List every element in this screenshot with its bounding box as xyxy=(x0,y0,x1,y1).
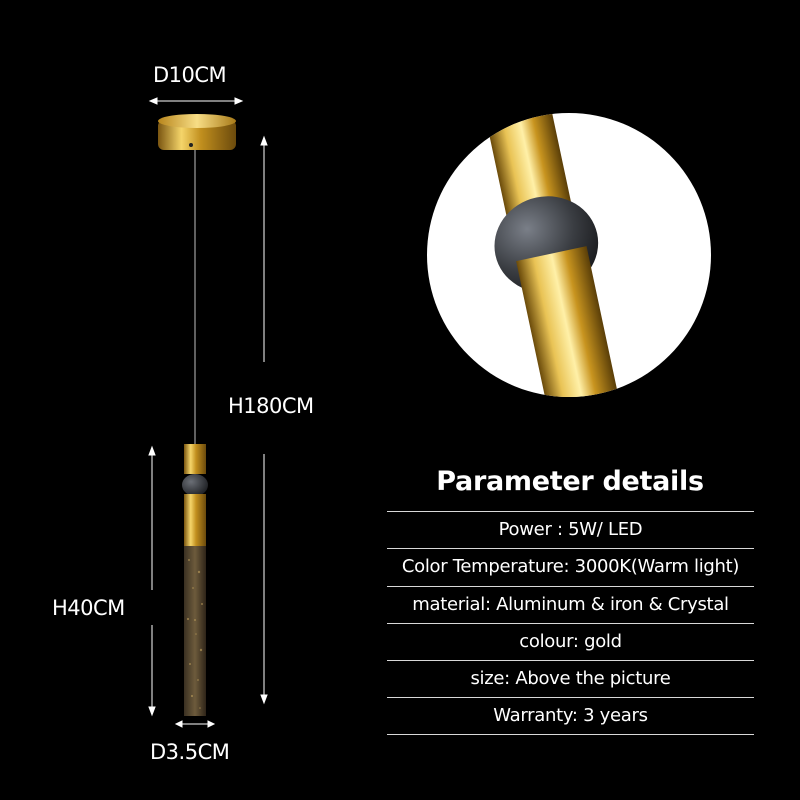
total-height-label: H180CM xyxy=(228,394,314,418)
dimension-arrows xyxy=(148,97,268,728)
canopy xyxy=(158,114,236,150)
divider xyxy=(387,623,754,624)
detail-closeup xyxy=(427,113,711,397)
parameter-row-size: size: Above the picture xyxy=(470,668,671,689)
parameter-row-color-temperature: Color Temperature: 3000K(Warm light) xyxy=(401,556,740,577)
pendant-lamp-drawing xyxy=(148,97,268,728)
lamp-body xyxy=(182,444,208,716)
parameter-row-colour: colour: gold xyxy=(519,631,622,652)
parameter-row-material: material: Aluminum & iron & Crystal xyxy=(412,594,729,615)
divider xyxy=(387,697,754,698)
parameter-row-power: Power : 5W/ LED xyxy=(498,519,643,540)
canopy-diameter-label: D10CM xyxy=(153,63,227,87)
divider xyxy=(387,548,754,549)
parameter-row-warranty: Warranty: 3 years xyxy=(493,705,648,726)
body-height-label: H40CM xyxy=(52,596,125,620)
body-diameter-label: D3.5CM xyxy=(150,740,230,764)
divider xyxy=(387,734,754,735)
divider xyxy=(387,511,754,512)
parameter-title: Parameter details xyxy=(436,466,704,497)
divider xyxy=(387,660,754,661)
divider xyxy=(387,586,754,587)
